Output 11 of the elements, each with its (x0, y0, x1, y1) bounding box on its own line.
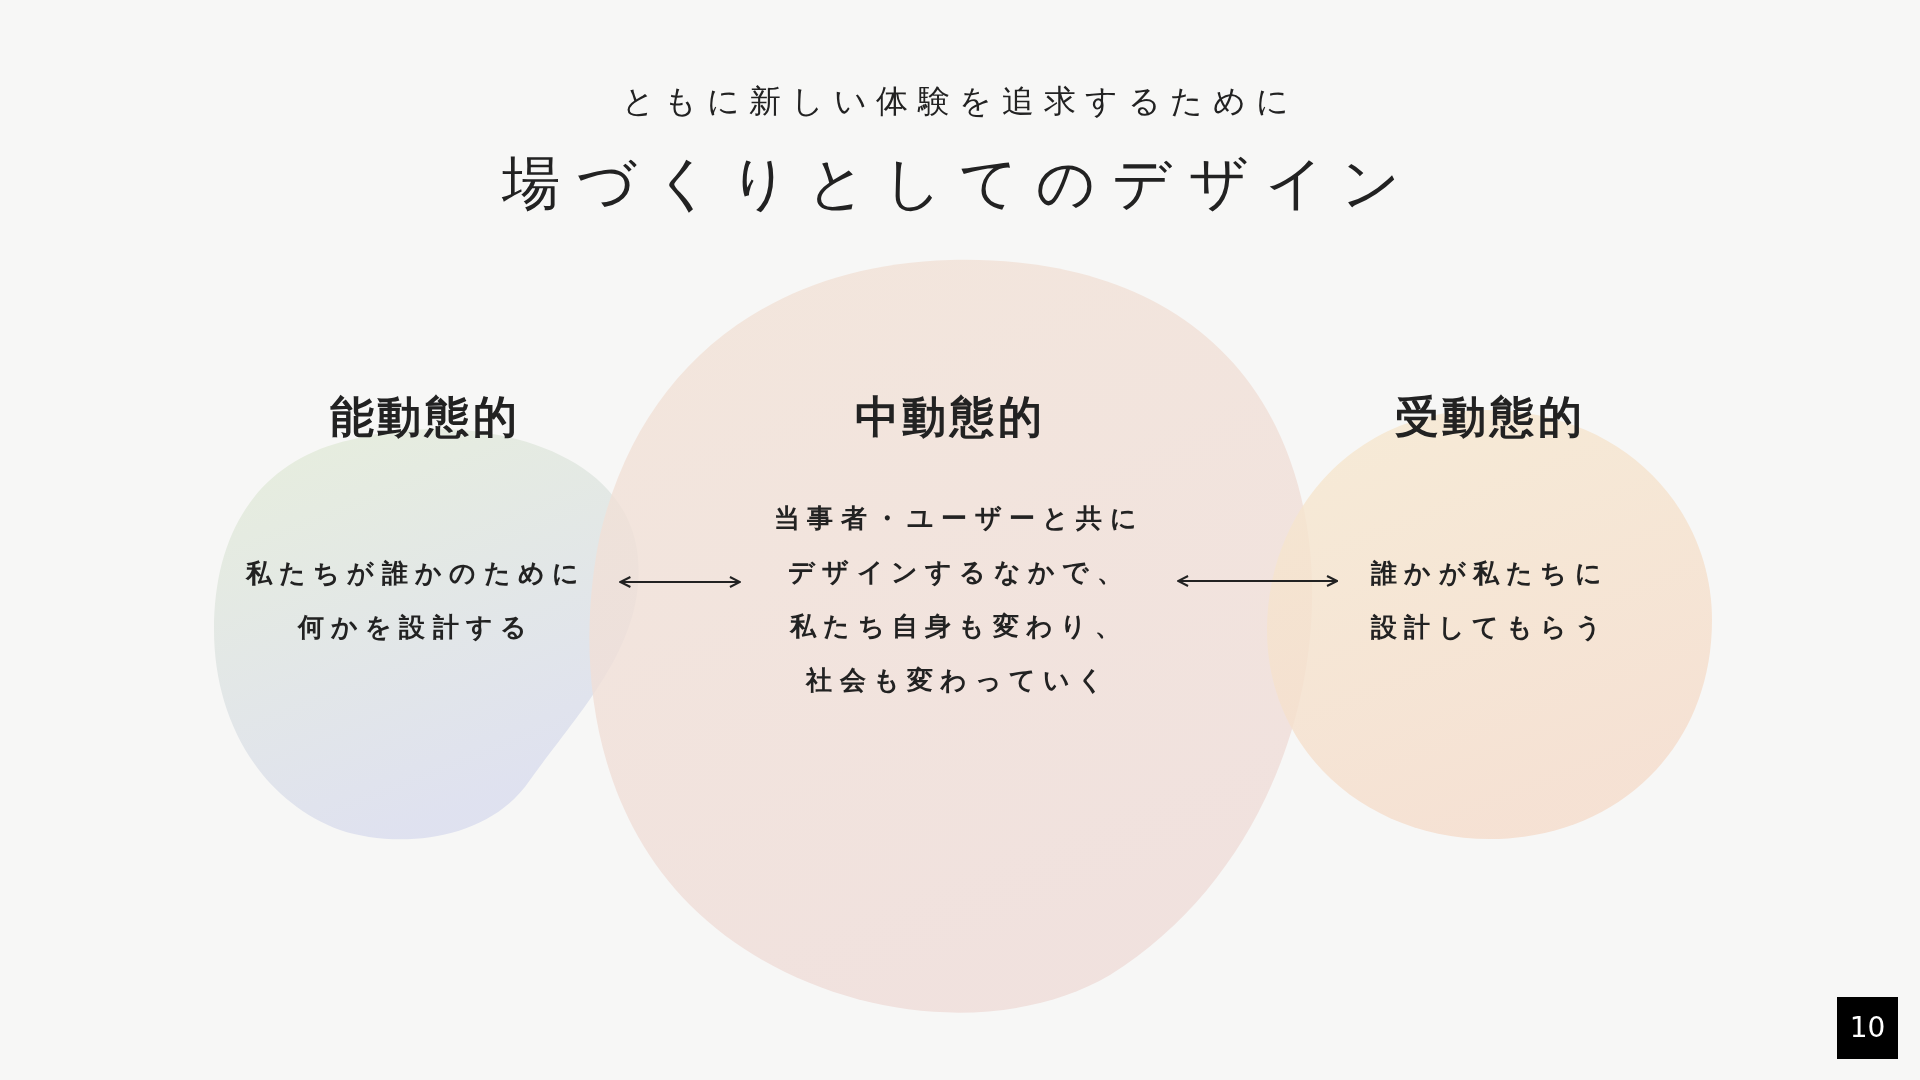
heading: 受動態的 (1393, 390, 1587, 444)
double-arrow (619, 576, 741, 588)
description: 当事者・ユーザーと共にデザインするなかで、私たち自身も変わり、社会も変わっていく (773, 502, 1145, 697)
description: 誰かが私たちに設計してもらう (1371, 557, 1609, 644)
page-number: 10 (1837, 997, 1898, 1059)
heading: 能動態的 (328, 390, 522, 444)
description: 私たちが誰かのために何かを設計する (245, 557, 587, 644)
heading: 中動態的 (853, 390, 1047, 444)
double-arrow (1177, 575, 1338, 587)
title: 場づくりとしてのデザイン (501, 148, 1419, 219)
subtitle: ともに新しい体験を追求するために (620, 81, 1300, 122)
